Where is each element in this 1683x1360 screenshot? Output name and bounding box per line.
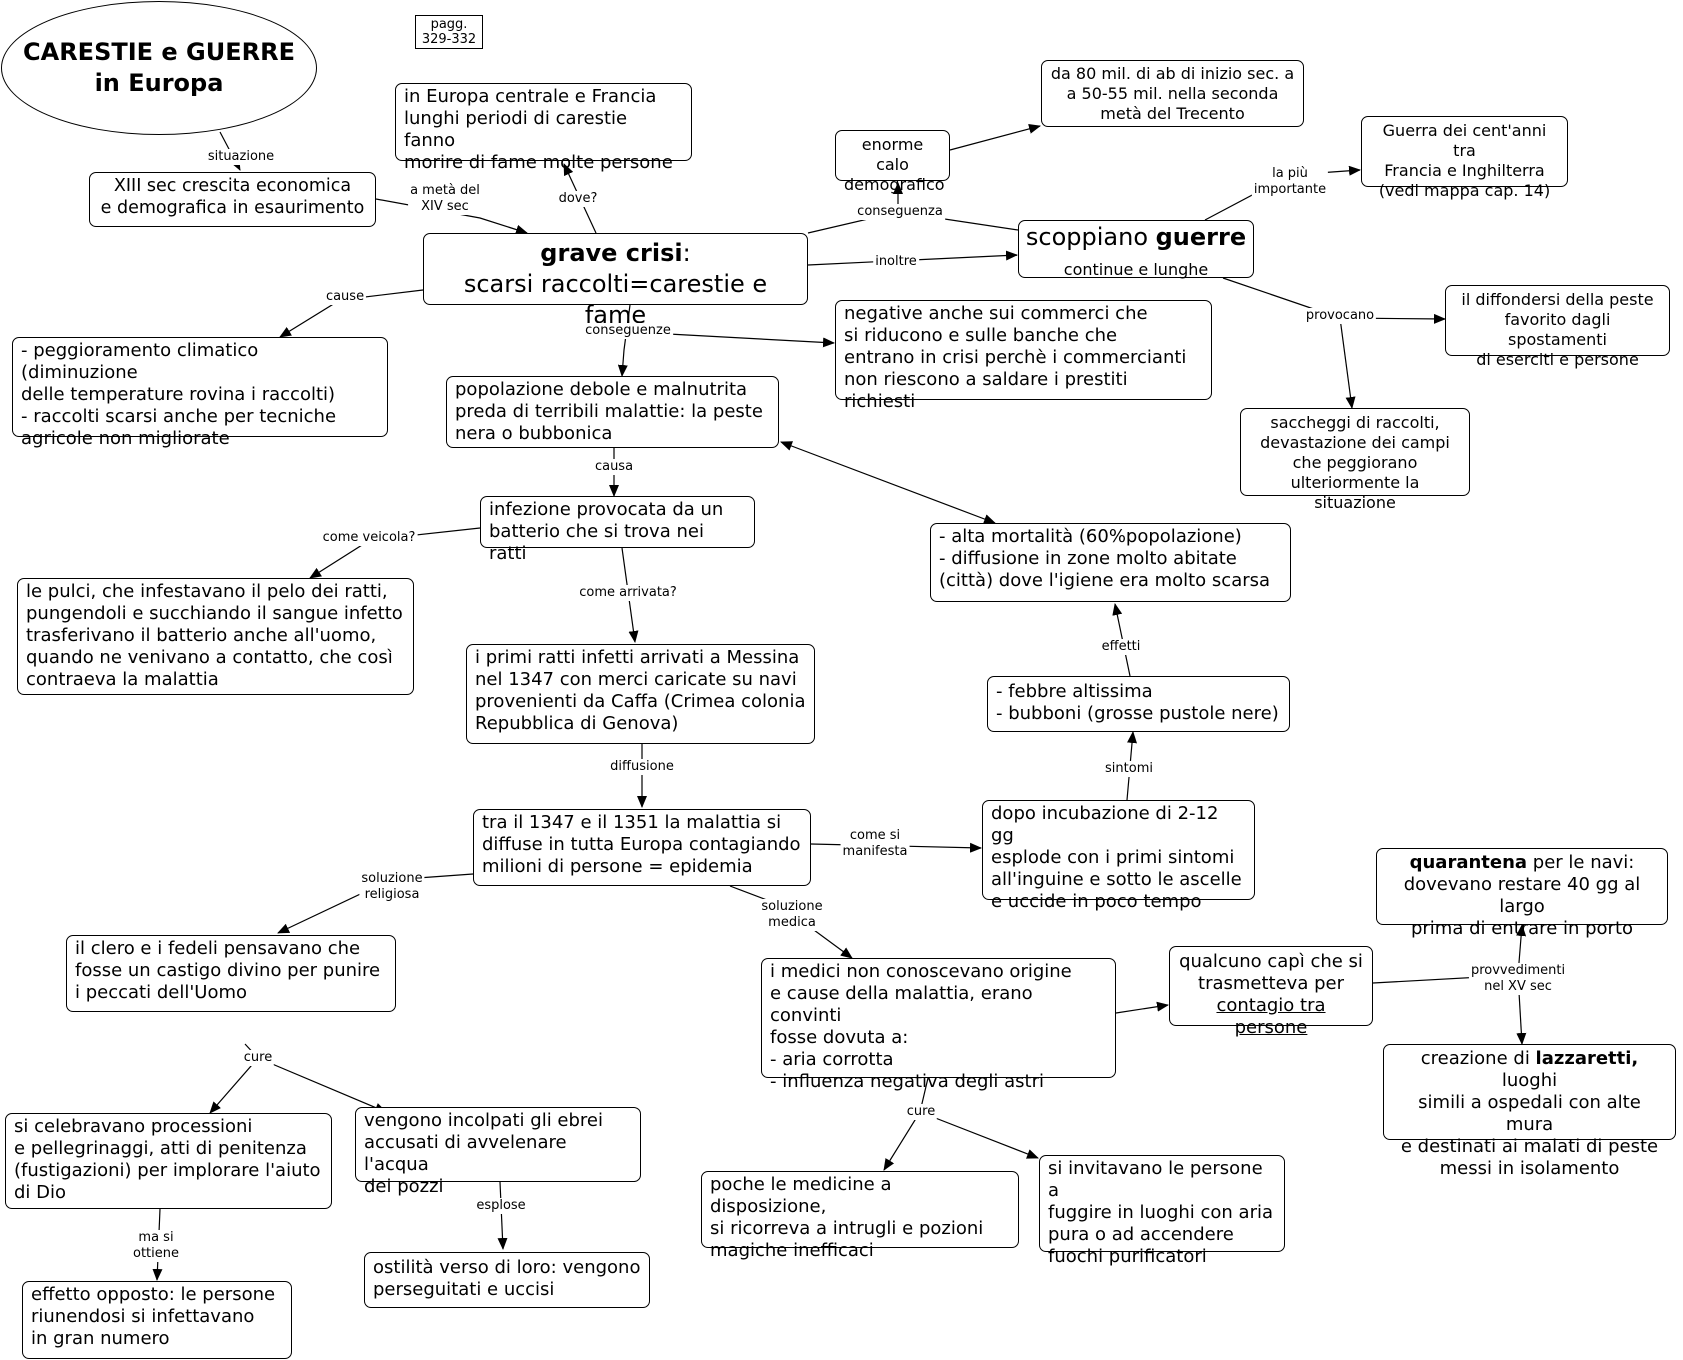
node-processioni: si celebravano processioni e pellegrinag… xyxy=(5,1113,332,1209)
label-soluzione-religiosa: soluzione religiosa xyxy=(359,871,425,903)
node-quarantena: quarantena per le navi: dovevano restare… xyxy=(1376,848,1668,939)
label-conseguenza: conseguenza xyxy=(855,204,945,220)
lazzaretti-rest: luoghi simili a ospedali con alte mura e… xyxy=(1400,1070,1659,1179)
label-a-meta: a metà del XIV sec xyxy=(408,183,482,215)
label-inoltre: inoltre xyxy=(873,254,919,270)
node-infezione: infezione provocata da un batterio che s… xyxy=(480,496,755,564)
guerre-sub: continue e lunghe xyxy=(1063,260,1209,279)
label-cure-medica: cure xyxy=(904,1104,938,1120)
guerre-pre: scoppiano xyxy=(1025,223,1156,251)
qualcuno-pre: qualcuno capì che si trasmetteva per xyxy=(1179,951,1363,994)
label-ma-si-ottiene: ma si ottiene xyxy=(131,1230,181,1262)
edge-popolazione-mortalita xyxy=(780,441,996,524)
label-causa: causa xyxy=(592,459,636,475)
node-negative-commerci: negative anche sui commerci che si riduc… xyxy=(835,300,1212,412)
node-medici: i medici non conoscevano origine e cause… xyxy=(761,958,1116,1092)
node-saccheggi: saccheggi di raccolti, devastazione dei … xyxy=(1240,408,1470,512)
label-come-arrivata: come arrivata? xyxy=(577,585,679,601)
map-title: CARESTIE e GUERRE in Europa xyxy=(1,1,317,135)
node-dopo-incubazione: dopo incubazione di 2-12 gg esplode con … xyxy=(982,800,1255,912)
label-situazione: situazione xyxy=(205,149,277,165)
node-lazzaretti: creazione di lazzaretti, luoghi simili a… xyxy=(1383,1044,1676,1179)
label-cure-religiosa: cure xyxy=(241,1050,275,1066)
label-sintomi: sintomi xyxy=(1103,761,1155,777)
label-conseguenze: conseguenze xyxy=(583,323,673,339)
node-qualcuno: qualcuno capì che si trasmetteva per con… xyxy=(1169,946,1373,1038)
edge-cure-invitavano xyxy=(919,1111,1039,1159)
node-effetto-opposto: effetto opposto: le persone riunendosi s… xyxy=(22,1281,292,1359)
label-esplose: esplose xyxy=(474,1198,528,1214)
node-popolazione-debole: popolazione debole e malnutrita preda di… xyxy=(446,376,779,448)
node-primi-ratti: i primi ratti infetti arrivati a Messina… xyxy=(466,644,815,744)
page-reference: pagg. 329-332 xyxy=(415,15,483,49)
node-xiii-sec: XIII sec crescita economica e demografic… xyxy=(89,172,376,227)
grave-crisi-bold: grave crisi xyxy=(540,239,683,267)
node-da-80-mil: da 80 mil. di ab di inizio sec. a a 50-5… xyxy=(1041,60,1304,127)
edge-esplose xyxy=(497,1181,508,1250)
edge-conseguenze xyxy=(617,304,631,377)
label-diffusione: diffusione xyxy=(608,759,676,775)
edge-conseguenze-commerci xyxy=(649,332,835,348)
edge-medici-qualcuno xyxy=(1115,1001,1169,1014)
label-soluzione-medica: soluzione medica xyxy=(759,899,825,931)
node-clero: il clero e i fedeli pensavano che fosse … xyxy=(66,935,396,1012)
edge-cure-ebrei xyxy=(257,1057,387,1113)
node-alta-mortalita: - alta mortalità (60%popolazione) - diff… xyxy=(930,523,1291,602)
node-ebrei: vengono incolpati gli ebrei accusati di … xyxy=(355,1107,641,1197)
node-scoppiano-guerre: scoppiano guerre continue e lunghe xyxy=(1018,220,1254,279)
guerre-bold: guerre xyxy=(1155,223,1247,251)
node-febbre: - febbre altissima - bubboni (grosse pus… xyxy=(987,676,1290,732)
edge-provocano-saccheggi xyxy=(1339,317,1356,409)
quarantena-rest: per le navi: dovevano restare 40 gg al l… xyxy=(1403,852,1641,939)
node-europa-centrale: in Europa centrale e Francia lunghi peri… xyxy=(395,83,692,173)
node-calo-demografico: enorme calo demografico xyxy=(835,130,950,194)
quarantena-bold: quarantena xyxy=(1409,852,1528,873)
node-guerra-cent-anni: Guerra dei cent'anni tra Francia e Inghi… xyxy=(1361,116,1568,200)
label-cause: cause xyxy=(323,289,367,305)
label-effetti: effetti xyxy=(1099,639,1143,655)
grave-crisi-rest: : scarsi raccolti=carestie e fame xyxy=(463,239,768,329)
label-la-piu: la più importante xyxy=(1251,166,1329,198)
edge-calo-da80 xyxy=(949,124,1041,151)
qualcuno-underlined: contagio tra persone xyxy=(1216,995,1326,1038)
label-dove: dove? xyxy=(556,191,600,207)
node-poche-medicine: poche le medicine a disposizione, si ric… xyxy=(701,1171,1019,1261)
node-peggioramento: - peggioramento climatico (diminuzione d… xyxy=(12,337,388,449)
node-invitavano: si invitavano le persone a fuggire in lu… xyxy=(1039,1155,1285,1267)
label-provocano: provocano xyxy=(1303,308,1377,324)
node-diffondersi-peste: il diffondersi della peste favorito dagl… xyxy=(1445,285,1670,369)
node-grave-crisi: grave crisi: scarsi raccolti=carestie e … xyxy=(423,233,808,329)
label-come-si-manifesta: come si manifesta xyxy=(840,828,910,860)
lazzaretti-bold: lazzaretti, xyxy=(1535,1048,1639,1069)
label-come-veicola: come veicola? xyxy=(320,530,418,546)
node-pulci: le pulci, che infestavano il pelo dei ra… xyxy=(17,578,414,695)
node-tra-1347: tra il 1347 e il 1351 la malattia si dif… xyxy=(473,809,811,886)
lazzaretti-pre: creazione di xyxy=(1420,1048,1536,1069)
label-provvedimenti: provvedimenti nel XV sec xyxy=(1468,963,1568,995)
node-ostilita: ostilità verso di loro: vengono persegui… xyxy=(364,1252,650,1308)
